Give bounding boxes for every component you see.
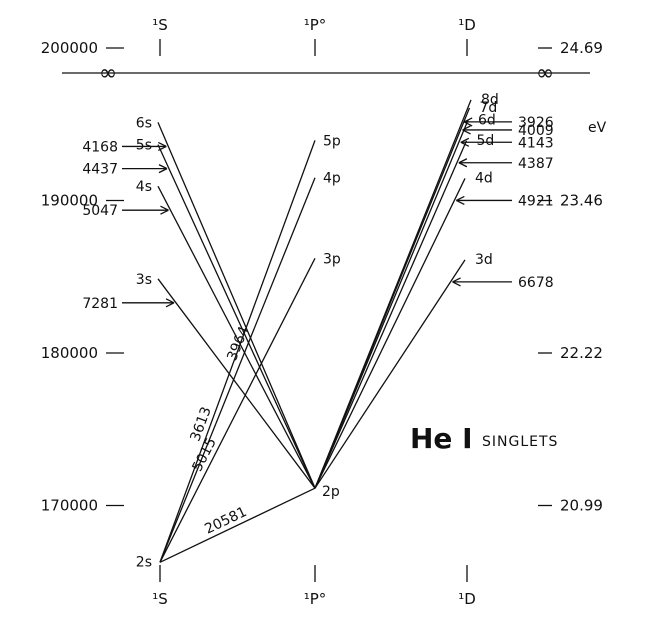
left-tick-label: 180000 bbox=[41, 344, 98, 362]
column-bottom-label: ¹P° bbox=[304, 590, 327, 608]
wavelength-label-4143: 4143 bbox=[518, 135, 554, 151]
level-label-5s: 5s bbox=[136, 138, 152, 154]
right-tick-label: 22.22 bbox=[560, 344, 603, 362]
column-top-label: ¹D bbox=[458, 16, 476, 34]
wavelength-label-20581: 20581 bbox=[202, 504, 249, 538]
wavelength-label-3926: 3926 bbox=[518, 115, 554, 131]
column-bottom-label: ¹D bbox=[458, 590, 476, 608]
transition-line-3s-2p bbox=[157, 278, 316, 489]
level-label-6d: 6d bbox=[478, 112, 496, 128]
transition-line-5s-2p bbox=[157, 144, 316, 489]
ev-unit-label: eV bbox=[588, 120, 607, 136]
transition-line-2s-4p bbox=[159, 177, 316, 563]
level-label-4d: 4d bbox=[475, 170, 493, 186]
transition-line-2s-5p bbox=[159, 140, 316, 563]
wavelength-label-4437: 4437 bbox=[82, 162, 118, 178]
ionization-limit: ∞∞ bbox=[62, 61, 590, 86]
level-label-4p: 4p bbox=[323, 171, 341, 187]
right-tick-label: 20.99 bbox=[560, 497, 603, 515]
arrowhead bbox=[463, 117, 473, 127]
wavelength-label-7281: 7281 bbox=[82, 296, 118, 312]
column-top-label: ¹S bbox=[152, 16, 168, 34]
level-label-5p: 5p bbox=[323, 133, 341, 149]
transition-line-6s-2p bbox=[157, 122, 316, 489]
left-tick-label: 170000 bbox=[41, 497, 98, 515]
transition-line-2s-3p bbox=[159, 258, 316, 563]
title-sub: SINGLETS bbox=[482, 434, 558, 450]
right-tick-label: 24.69 bbox=[560, 39, 603, 57]
right-tick-label: 23.46 bbox=[560, 192, 603, 210]
level-label-3d: 3d bbox=[475, 252, 493, 268]
title-main: He I bbox=[410, 422, 473, 455]
wavelength-label-5047: 5047 bbox=[82, 203, 118, 219]
transition-lines bbox=[157, 99, 472, 563]
transition-line-3d-2p bbox=[314, 259, 466, 489]
level-label-5d: 5d bbox=[477, 133, 495, 149]
wavelength-label-6678: 6678 bbox=[518, 275, 554, 291]
energy-axis-ticks: 200000 190000 180000 170000 24.69 23.46 22.22 2… bbox=[41, 39, 607, 515]
wavelength-label-4921: 4921 bbox=[518, 193, 554, 209]
arrowhead bbox=[452, 277, 461, 287]
level-label-7d: 7d bbox=[480, 100, 498, 116]
level-label-6s: 6s bbox=[136, 115, 152, 131]
wavelength-label-4009: 4009 bbox=[518, 123, 554, 139]
level-label-2p: 2p bbox=[322, 484, 340, 500]
column-bottom-label: ¹S bbox=[152, 590, 168, 608]
column-top-label: ¹P° bbox=[304, 16, 327, 34]
left-tick-label: 190000 bbox=[41, 192, 98, 210]
infinity-left-symbol: ∞ bbox=[99, 61, 117, 86]
arrowhead bbox=[456, 195, 465, 206]
diagram-title: He I SINGLETS bbox=[410, 422, 558, 455]
wavelength-label-4168: 4168 bbox=[82, 139, 118, 155]
arrowhead bbox=[462, 125, 471, 135]
level-label-8d: 8d bbox=[481, 92, 499, 108]
level-label-3s: 3s bbox=[136, 272, 152, 288]
level-label-3p: 3p bbox=[323, 251, 341, 267]
arrowhead bbox=[460, 137, 470, 147]
level-label-2s: 2s bbox=[136, 554, 152, 570]
wavelength-label-4387: 4387 bbox=[518, 156, 554, 172]
transition-line-2s-2p bbox=[159, 487, 316, 563]
arrowhead bbox=[458, 158, 468, 168]
left-tick-label: 200000 bbox=[41, 39, 98, 57]
arrowhead bbox=[158, 141, 167, 152]
arrowhead bbox=[158, 164, 168, 174]
transition-line-5d-2p bbox=[314, 140, 468, 489]
transition-line-4s-2p bbox=[157, 185, 316, 489]
arrowhead bbox=[160, 205, 169, 215]
transition-line-8d-2p bbox=[314, 99, 472, 489]
arrowhead bbox=[165, 298, 175, 308]
level-label-4s: 4s bbox=[136, 179, 152, 195]
infinity-right-symbol: ∞ bbox=[536, 61, 554, 86]
transition-line-4d-2p bbox=[314, 178, 466, 489]
term-columns: ¹S ¹S ¹P° ¹P° ¹D ¹D bbox=[152, 16, 476, 608]
